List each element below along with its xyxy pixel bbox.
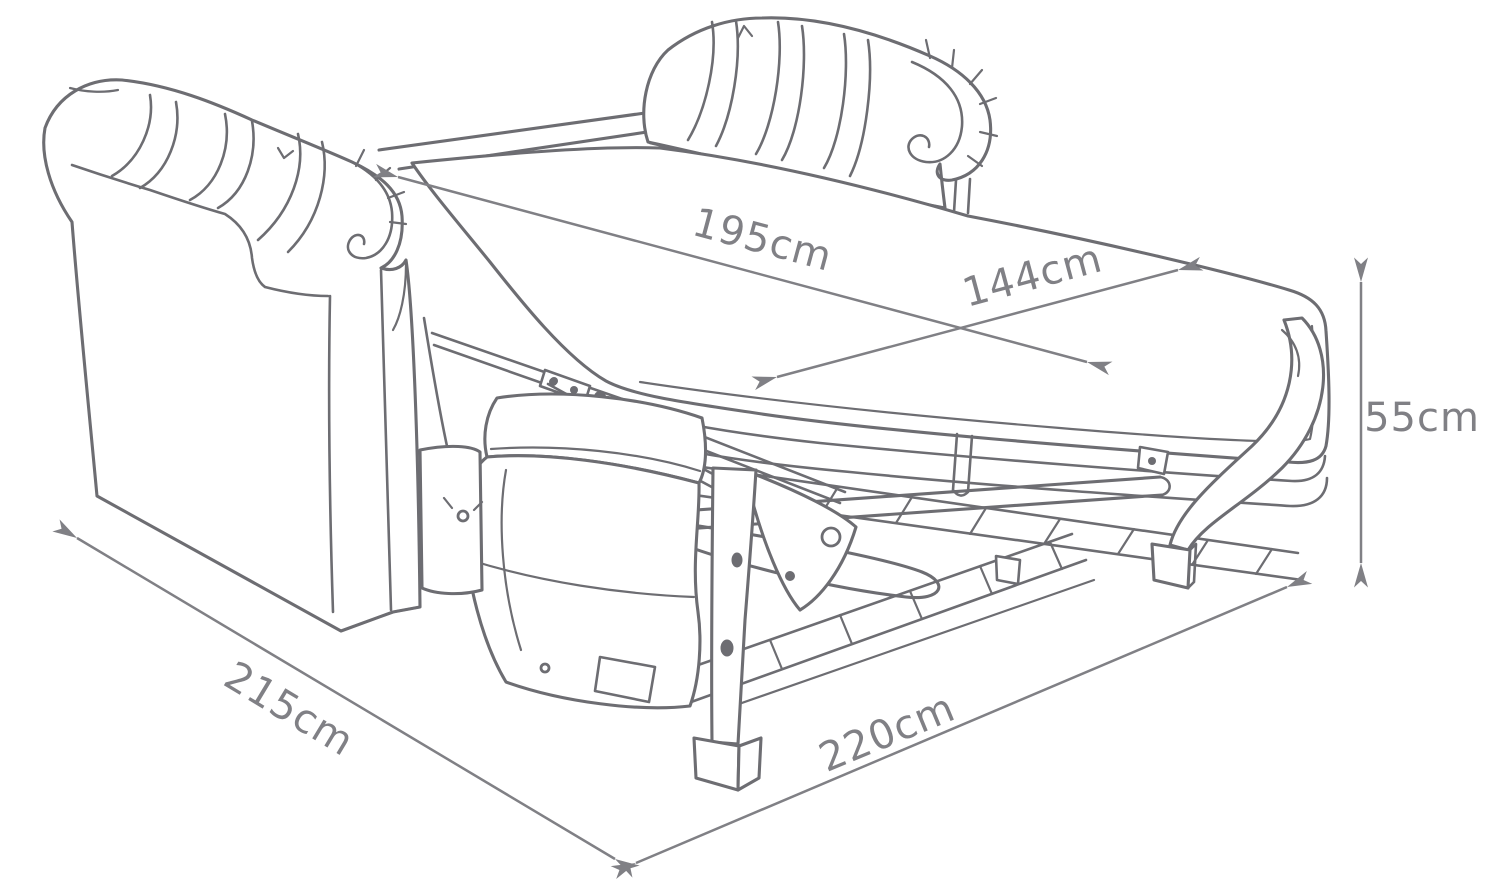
bed-height-label: 55cm	[1364, 395, 1480, 441]
open-depth-arrow	[52, 519, 640, 878]
frame-width-label: 220cm	[813, 685, 962, 782]
frame-width-arrow	[610, 570, 1313, 880]
side-cushion	[418, 444, 484, 596]
folded-cushions	[462, 392, 708, 710]
left-arm	[42, 78, 422, 633]
mattress-width-arrow	[751, 256, 1204, 391]
bed-height-dimension: 55cm	[1354, 257, 1480, 588]
open-depth-label: 215cm	[216, 653, 362, 766]
